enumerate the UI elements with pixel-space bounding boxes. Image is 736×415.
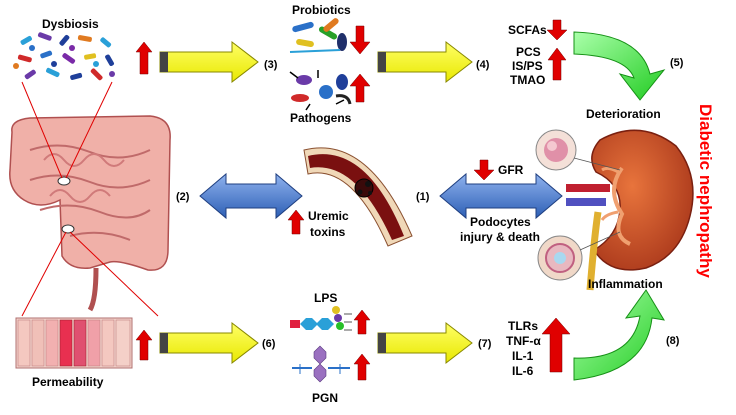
step-8: (8) <box>666 335 680 347</box>
kidney-icon <box>566 129 694 291</box>
label-scfas: SCFAs <box>508 23 547 37</box>
pathogens-up-arrow <box>349 73 371 103</box>
blue-arrow-2 <box>199 172 303 220</box>
label-tlrs: TLRs <box>508 319 538 333</box>
yellow-arrow-3 <box>159 40 259 84</box>
label-permeability: Permeability <box>32 375 104 389</box>
step-1: (1) <box>416 191 430 203</box>
blue-arrow-1 <box>439 172 563 220</box>
permeability-up-arrow <box>135 329 153 361</box>
dysbiosis-bacteria-icon <box>13 32 115 81</box>
gfr-down-arrow <box>473 159 495 181</box>
yellow-arrow-6 <box>159 321 259 365</box>
label-uremic-line1: Uremic <box>308 209 349 223</box>
label-podocytes-line1: Podocytes <box>470 215 531 229</box>
step-4: (4) <box>476 59 490 71</box>
title-diabetic-nephropathy: Diabetic nephropathy <box>696 104 715 278</box>
probiotics-down-arrow <box>349 25 371 55</box>
kidney-inset-bottom-icon <box>537 231 621 281</box>
yellow-arrow-4 <box>377 40 473 84</box>
label-deterioration: Deterioration <box>586 107 661 121</box>
label-podocytes-line2: injury & death <box>460 230 540 244</box>
step-2: (2) <box>176 191 190 203</box>
lps-molecule-icon <box>290 306 352 331</box>
permeability-tissue-icon <box>15 317 133 369</box>
cytokines-up-arrow <box>541 317 571 373</box>
green-arrow-5 <box>573 31 666 101</box>
step-6: (6) <box>262 338 276 350</box>
label-pcs: PCS <box>516 45 541 59</box>
intestine-icon <box>9 115 171 312</box>
scfas-down-arrow <box>546 19 568 41</box>
label-dysbiosis: Dysbiosis <box>42 17 99 31</box>
lps-up-arrow <box>353 309 371 335</box>
yellow-arrow-7 <box>377 321 473 365</box>
probiotics-icon <box>289 18 347 53</box>
label-probiotics: Probiotics <box>292 3 351 17</box>
green-arrow-8 <box>573 289 665 381</box>
label-pgn: PGN <box>312 391 338 405</box>
metabolites-up-arrow <box>547 47 567 81</box>
kidney-inset-top-icon <box>535 129 621 171</box>
step-5: (5) <box>670 57 684 69</box>
label-tmao: TMAO <box>510 73 545 87</box>
pathogens-icon <box>289 70 352 111</box>
label-uremic-line2: toxins <box>310 225 346 239</box>
label-is-ps: IS/PS <box>512 59 543 73</box>
blood-vessel-icon <box>303 147 413 247</box>
label-inflammation: Inflammation <box>588 277 663 291</box>
step-7: (7) <box>478 338 492 350</box>
label-il6: IL-6 <box>512 364 534 378</box>
label-lps: LPS <box>314 291 337 305</box>
dysbiosis-up-arrow <box>135 41 153 75</box>
label-pathogens: Pathogens <box>290 111 352 125</box>
pgn-molecule-icon <box>292 345 350 383</box>
pgn-up-arrow <box>353 353 371 381</box>
label-il1: IL-1 <box>512 349 534 363</box>
step-3: (3) <box>264 59 278 71</box>
label-gfr: GFR <box>498 163 524 177</box>
connector-lines <box>21 81 159 317</box>
uremic-up-arrow <box>287 209 305 235</box>
label-tnf: TNF-α <box>506 334 541 348</box>
